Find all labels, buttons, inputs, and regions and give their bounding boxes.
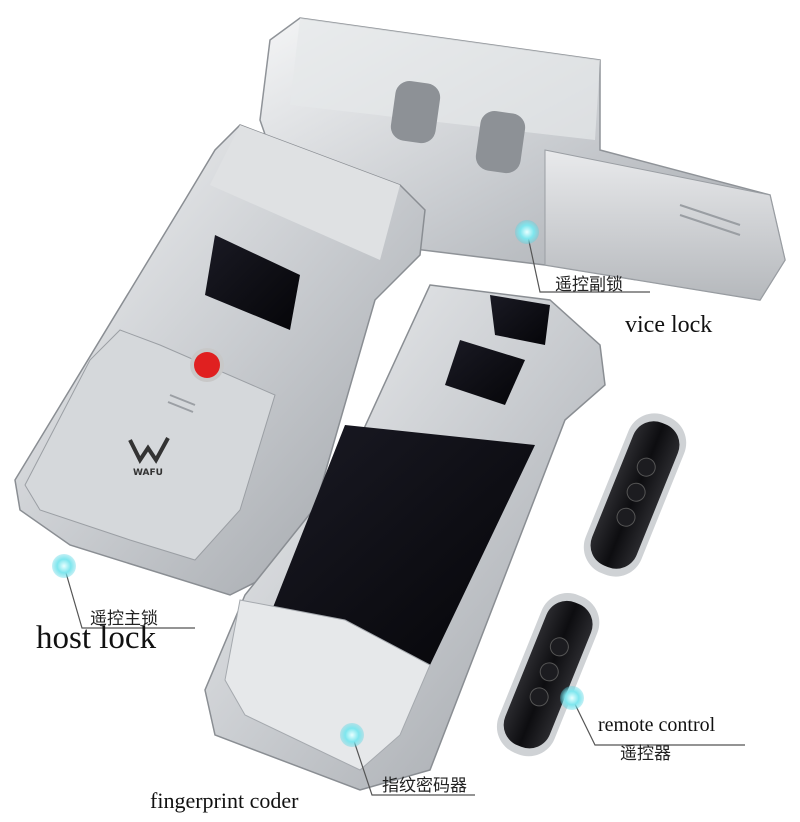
host-lock-label-en: host lock: [36, 620, 157, 656]
remote-label-cn: 遥控器: [620, 744, 671, 764]
callout-lines: [63, 231, 745, 796]
host-lock-label-cn: 遥控主锁: [90, 609, 158, 629]
vice-lock-label-cn: 遥控副锁: [555, 275, 623, 295]
remote-fob-bottom: [496, 593, 600, 757]
brand-logo: WAFU: [133, 468, 163, 478]
host-lock: WAFU: [14, 124, 426, 596]
coder-label-cn: 指纹密码器: [382, 776, 467, 796]
remote-label-en: remote control: [598, 714, 716, 736]
coder-label-en: fingerprint coder: [150, 788, 299, 813]
coder-highlight: [340, 723, 364, 747]
vice-lock-highlight: [515, 220, 539, 244]
remote-highlight: [560, 686, 584, 710]
remote-fob-top: [583, 413, 687, 577]
fingerprint-coder: [204, 284, 606, 791]
vice-lock-label-en: vice lock: [625, 312, 713, 338]
host-lock-highlight: [52, 554, 76, 578]
